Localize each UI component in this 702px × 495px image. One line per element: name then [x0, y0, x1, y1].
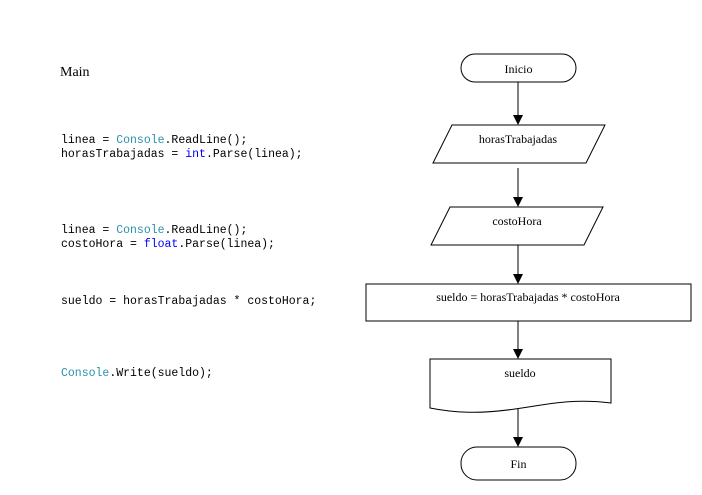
- code-line: costoHora = float.Parse(linea);: [61, 238, 275, 252]
- code-type-token: Console: [116, 134, 165, 147]
- code-text-token: linea =: [61, 134, 117, 147]
- code-text-token: .Parse(linea);: [178, 238, 275, 251]
- code-text-token: horasTrabajadas =: [61, 148, 186, 161]
- code-block-read-cost: linea = Console.ReadLine();costoHora = f…: [61, 224, 275, 252]
- input-hours-parallelogram: horasTrabajadas: [432, 124, 606, 164]
- code-line: sueldo = horasTrabajadas * costoHora;: [61, 295, 316, 309]
- code-text-token: sueldo = horasTrabajadas * costoHora;: [61, 295, 317, 308]
- process-rectangle: sueldo = horasTrabajadas * costoHora: [365, 283, 692, 322]
- code-text-token: costoHora =: [61, 238, 144, 251]
- end-label: Fin: [510, 457, 526, 471]
- code-line: horasTrabajadas = int.Parse(linea);: [61, 148, 303, 162]
- input-hours-label: horasTrabajadas: [479, 132, 558, 146]
- input-cost-parallelogram: costoHora: [430, 206, 604, 246]
- input-cost-label: costoHora: [492, 214, 542, 228]
- code-line: Console.Write(sueldo);: [61, 367, 213, 381]
- output-label: sueldo: [504, 366, 535, 380]
- code-block-write-salary: Console.Write(sueldo);: [61, 367, 213, 381]
- start-label: Inicio: [505, 62, 533, 76]
- code-keyword-token: int: [185, 148, 206, 161]
- code-line: linea = Console.ReadLine();: [61, 134, 303, 148]
- main-title: Main: [60, 65, 90, 80]
- code-block-read-hours: linea = Console.ReadLine();horasTrabajad…: [61, 134, 303, 162]
- code-block-compute-salary: sueldo = horasTrabajadas * costoHora;: [61, 295, 316, 309]
- code-line: linea = Console.ReadLine();: [61, 224, 275, 238]
- code-text-token: .Write(sueldo);: [109, 367, 213, 380]
- code-type-token: Console: [116, 224, 165, 237]
- end-terminator: Fin: [460, 446, 577, 481]
- start-terminator: Inicio: [460, 53, 577, 83]
- code-text-token: .ReadLine();: [164, 224, 248, 237]
- code-text-token: .ReadLine();: [164, 134, 248, 147]
- output-document: sueldo: [429, 358, 612, 413]
- code-text-token: linea =: [61, 224, 117, 237]
- code-keyword-token: float: [143, 238, 179, 251]
- code-type-token: Console: [61, 367, 110, 380]
- process-label: sueldo = horasTrabajadas * costoHora: [436, 290, 620, 304]
- code-text-token: .Parse(linea);: [205, 148, 303, 161]
